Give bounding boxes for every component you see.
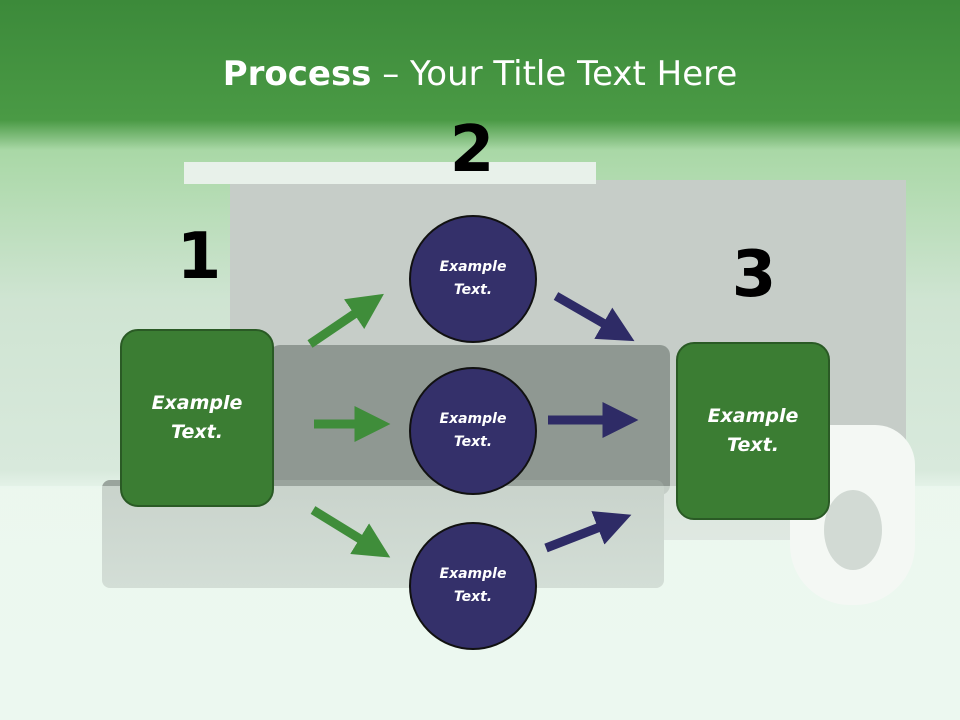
step-3-text-line1: Example — [707, 405, 799, 427]
arrow-right-up-icon — [307, 293, 384, 348]
step-1-box: Example Text. — [120, 329, 274, 507]
background-shelf — [184, 162, 596, 184]
title-bold: Process — [222, 54, 372, 94]
arrow-right-down-icon — [310, 506, 391, 558]
background-vase-hole — [824, 490, 882, 570]
circle-middle-text-line2: Text. — [453, 434, 493, 450]
circle-top-text-line1: Example — [439, 259, 507, 275]
title-rest: – Your Title Text Here — [371, 54, 738, 94]
circle-top-text-line2: Text. — [453, 282, 493, 298]
step-2-circle-bottom: Example Text. — [409, 522, 537, 650]
arrow-right-up-navy-icon — [544, 511, 632, 553]
step-3-box: Example Text. — [676, 342, 830, 520]
step-1-text-line2: Text. — [171, 421, 223, 443]
step-2-circle-middle: Example Text. — [409, 367, 537, 495]
circle-bottom-text-line2: Text. — [453, 589, 493, 605]
step-number-1: 1 — [176, 220, 222, 294]
step-1-text-line1: Example — [151, 392, 243, 414]
page-title: Process – Your Title Text Here — [0, 52, 960, 96]
circle-bottom-text-line1: Example — [439, 566, 507, 582]
circle-middle-text-line1: Example — [439, 411, 507, 427]
step-2-circle-top: Example Text. — [409, 215, 537, 343]
step-number-3: 3 — [731, 238, 777, 312]
arrow-right-down-navy-icon — [553, 292, 635, 342]
step-number-2: 2 — [449, 113, 495, 187]
step-3-text-line2: Text. — [727, 434, 779, 456]
